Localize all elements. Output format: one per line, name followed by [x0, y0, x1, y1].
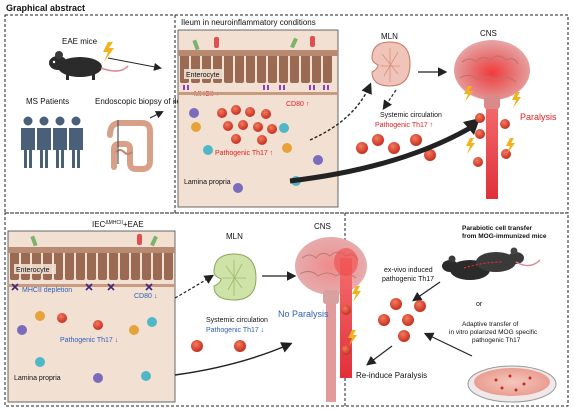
spinal-lesion	[341, 345, 351, 355]
mouse-icon	[49, 51, 129, 80]
microbe-icon	[290, 37, 298, 49]
cns-label-top: CNS	[480, 29, 497, 38]
mln-label-top: MLN	[381, 32, 398, 41]
reinduce-label: Re-induce Paralysis	[356, 371, 427, 380]
arrow-adoptive-to-cells	[423, 332, 473, 357]
intestine-icon	[107, 120, 153, 172]
arrow-eae-to-ileum	[107, 57, 162, 71]
immune-cell	[35, 311, 45, 321]
immune-cell	[282, 143, 292, 153]
systemic-th17-up-label: Pathogenic Th17 ↑	[375, 122, 433, 129]
mln-label-bottom: MLN	[226, 232, 243, 241]
immune-cell	[147, 317, 157, 327]
lightning-icon	[348, 330, 357, 346]
page-title: Graphical abstract	[6, 3, 85, 13]
cns-label-bottom: CNS	[314, 222, 331, 231]
lightning-icon	[103, 42, 114, 62]
mhcii-depletion-marks	[11, 283, 153, 291]
immune-cell	[191, 122, 201, 132]
circulating-th17	[191, 340, 203, 352]
immune-cell	[129, 325, 139, 335]
cd80-down-label: CD80 ↓	[134, 293, 157, 300]
ileum-title: Ileum in neuroinflammatory conditions	[181, 18, 316, 27]
basement-membrane	[178, 92, 338, 95]
arrow-parabiotic-to-cells	[412, 281, 441, 302]
arrow-to-cns-bottom	[174, 342, 293, 376]
petri-dish-icon	[467, 365, 557, 403]
brush-border-bottom	[8, 247, 175, 253]
ms-patients-label: MS Patients	[26, 97, 69, 106]
bottom-title: IECΔMHCII+EAE	[92, 220, 144, 229]
lightning-icon	[352, 286, 361, 302]
arrow-to-reinduce	[366, 345, 393, 366]
th17-cell-cluster	[217, 105, 277, 145]
enterocyte-label-ko: Enterocyte	[16, 267, 50, 274]
dendritic-cell	[93, 373, 103, 383]
systemic-label-bottom: Systemic circulation	[206, 317, 268, 324]
dendritic-cell	[17, 325, 27, 335]
mhcii-receptors	[183, 85, 329, 90]
lightning-icon	[512, 92, 521, 108]
arrow-biopsy-to-ileum	[149, 111, 164, 119]
mhcii-depletion-label: MHCII depletion	[22, 287, 72, 294]
immune-cell	[35, 357, 45, 367]
dendritic-cell	[189, 108, 199, 118]
th17-down-label: Pathogenic Th17 ↓	[60, 337, 118, 344]
immune-cell	[203, 145, 213, 155]
microbe-icon	[30, 235, 38, 247]
microbe-icon	[310, 36, 315, 47]
systemic-th17-down-label: Pathogenic Th17 ↓	[206, 327, 264, 334]
or-label: or	[476, 301, 483, 308]
spinal-lesions-top	[473, 113, 511, 167]
dendritic-cell	[313, 155, 323, 165]
dendritic-cell	[233, 183, 243, 193]
lamina-propria-label-ko: Lamina propria	[14, 375, 61, 382]
microbe-icon	[150, 235, 158, 247]
microbe-icon	[214, 37, 219, 48]
arrow-ko-to-mln	[174, 274, 215, 299]
immune-cell	[279, 123, 289, 133]
lightning-icon	[466, 138, 475, 154]
arrow-ileum-to-mln	[309, 82, 372, 141]
th17-up-label: Pathogenic Th17 ↑	[215, 150, 273, 157]
spinal-lesion	[341, 305, 351, 315]
th17-cell	[57, 313, 67, 323]
circulating-th17	[356, 134, 436, 161]
bottom-panel-frame	[4, 212, 569, 407]
patients-icon	[21, 116, 83, 168]
transferred-th17	[378, 298, 426, 342]
parabiotic-mice-icon	[442, 247, 541, 280]
inflamed-brain-half	[334, 248, 358, 276]
brush-border-top	[178, 50, 338, 56]
enterocyte-label: Enterocyte	[186, 72, 220, 79]
systemic-label-top: Systemic circulation	[380, 112, 442, 119]
arrow-mln-to-circulation	[382, 89, 397, 110]
lymph-node-icon-bottom	[213, 253, 257, 301]
brain-icon-top	[454, 40, 530, 199]
lamina-propria-label: Lamina propria	[184, 179, 231, 186]
lightning-icon	[464, 86, 473, 102]
microbe-icon	[137, 234, 142, 245]
cd80-up-label: CD80 ↑	[286, 101, 309, 108]
immune-cell	[141, 371, 151, 381]
circulating-th17	[234, 340, 246, 352]
lightning-icon	[506, 138, 515, 154]
microbe-icon	[192, 39, 200, 51]
paralysis-label: Paralysis	[520, 112, 557, 122]
no-paralysis-label: No Paralysis	[278, 309, 329, 319]
eae-mice-label: EAE mice	[62, 37, 98, 46]
lymph-node-icon	[371, 41, 411, 87]
biopsy-label-line1: Endoscopic biopsy of ileum	[95, 97, 192, 106]
th17-cell	[93, 320, 103, 330]
arrow-big-to-cns	[289, 125, 472, 184]
